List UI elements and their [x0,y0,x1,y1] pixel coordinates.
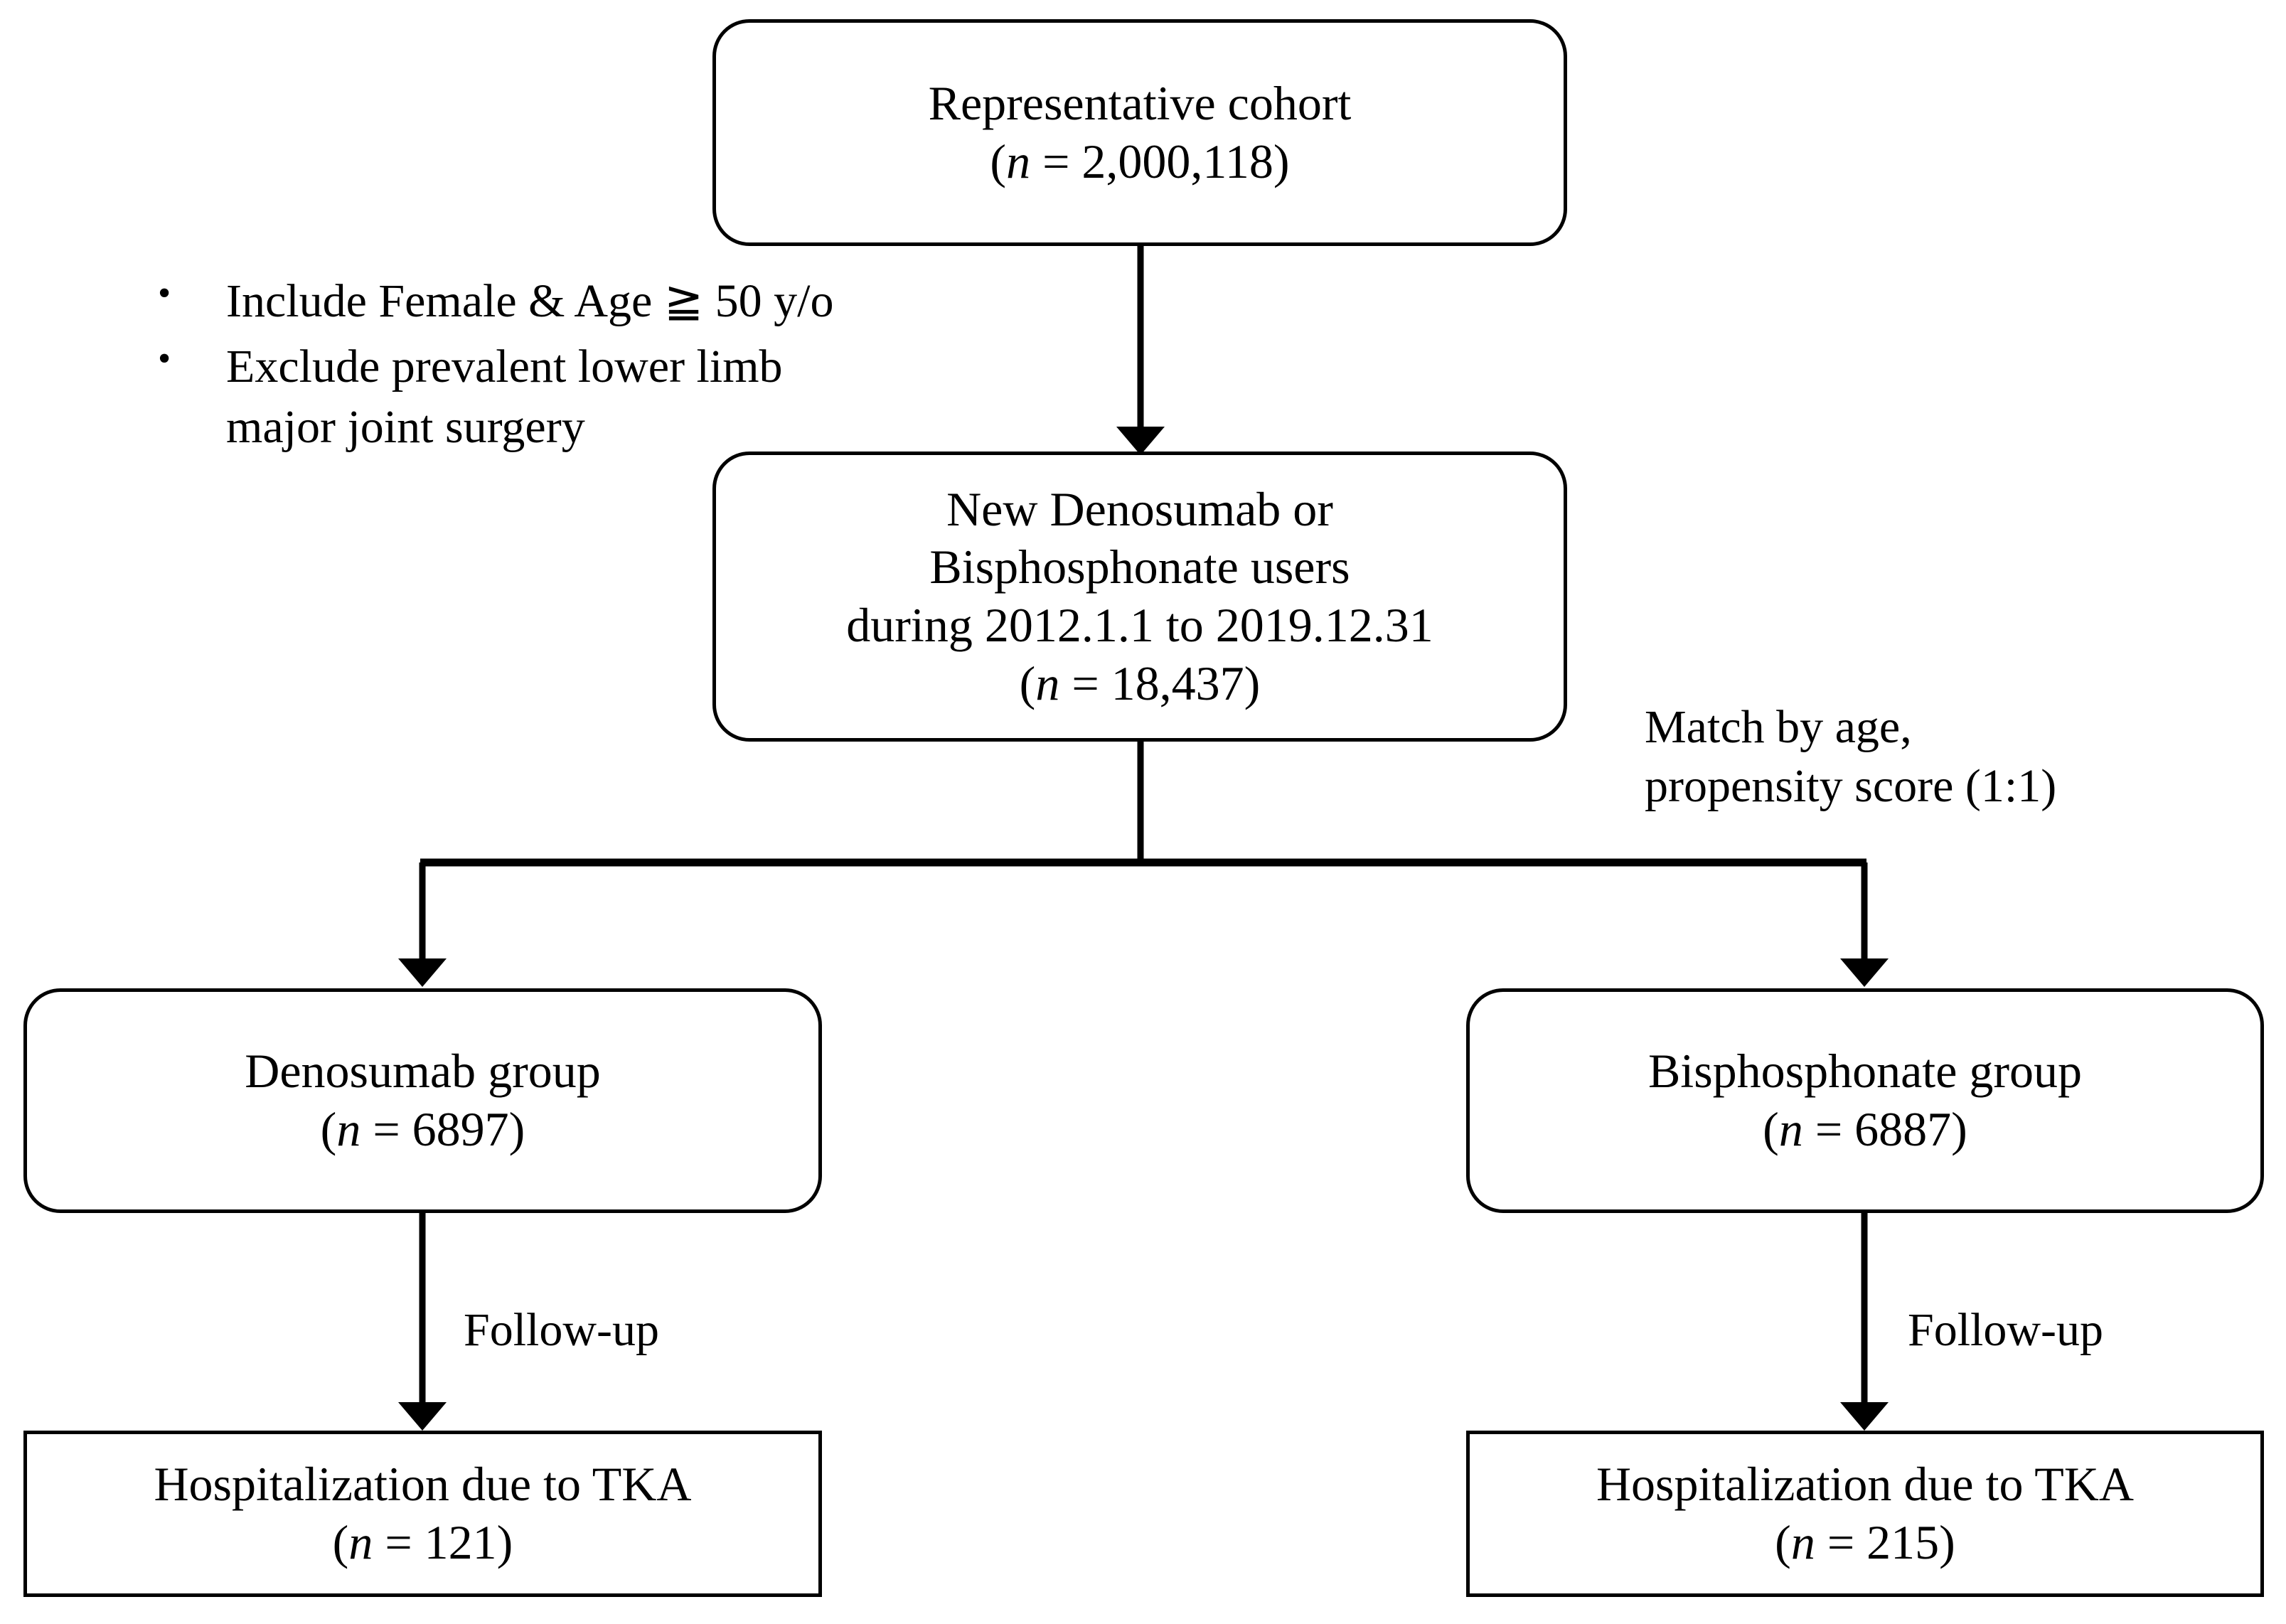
n-symbol: n [348,1515,373,1569]
inclusion-exclusion-criteria: • Include Female & Age ≧ 50 y/o • Exclud… [142,272,896,463]
node-denosumab-group: Denosumab group (n = 6897) [23,988,822,1213]
node-bisphosphonate-group: Bisphosphonate group (n = 6887) [1466,988,2264,1213]
node-representative-cohort: Representative cohort (n = 2,000,118) [712,19,1567,246]
bullet-icon: • [158,273,171,314]
paren-open: ( [1763,1102,1779,1156]
node-cohort-title: Representative cohort [928,75,1352,130]
paren-open: ( [1019,656,1036,710]
n-value: = 6887) [1802,1102,1967,1156]
edge-label-match: Match by age, propensity score (1:1) [1645,701,2057,812]
node-bisphosphonate-hospitalization-tka: Hospitalization due to TKA (n = 215) [1466,1431,2264,1597]
paren-open: ( [1775,1515,1791,1569]
n-symbol: n [1006,134,1031,188]
criteria-item-include: • Include Female & Age ≧ 50 y/o [142,272,896,331]
n-value: = 18,437) [1059,656,1261,710]
bullet-icon: • [158,338,171,380]
node-denosumab-tka-title: Hospitalization due to TKA [154,1457,692,1512]
node-bisphosphonate-group-title: Bisphosphonate group [1647,1044,2083,1099]
node-cohort-count: (n = 2,000,118) [990,133,1289,191]
n-symbol: n [1035,656,1060,710]
arrow-denosumab-followup [398,1213,447,1431]
arrow-cohort-to-newusers [1116,246,1165,455]
n-value: = 121) [373,1515,513,1569]
edge-label-followup-right: Follow-up [1908,1304,2104,1356]
n-symbol: n [336,1102,361,1156]
edge-label-followup-left: Follow-up [464,1304,660,1356]
node-newusers-line2: Bisphosphonate users [929,540,1350,594]
node-denosumab-tka-count: (n = 121) [333,1514,513,1572]
node-newusers-line3: during 2012.1.1 to 2019.12.31 [846,598,1433,652]
node-newusers-count: (n = 18,437) [1020,655,1261,713]
node-bisphosphonate-tka-count: (n = 215) [1775,1514,1955,1572]
node-bisphosphonate-tka-title: Hospitalization due to TKA [1596,1457,2135,1512]
criteria-item-text: Include Female & Age ≧ 50 y/o [226,275,834,327]
node-newusers-line1: New Denosumab or [946,481,1333,536]
node-denosumab-group-count: (n = 6897) [321,1101,525,1159]
arrow-bisphosphonate-followup [1840,1213,1889,1431]
node-denosumab-hospitalization-tka: Hospitalization due to TKA (n = 121) [23,1431,822,1597]
paren-open: ( [320,1102,337,1156]
node-new-users: New Denosumab or Bisphosphonate users du… [712,452,1567,742]
criteria-item-exclude: • Exclude prevalent lower limb major joi… [142,337,896,457]
node-bisphosphonate-group-count: (n = 6887) [1763,1101,1967,1159]
n-symbol: n [1790,1515,1815,1569]
node-denosumab-group-title: Denosumab group [245,1044,601,1099]
paren-open: ( [990,134,1007,188]
criteria-item-text: Exclude prevalent lower limb major joint… [226,341,783,453]
criteria-list: • Include Female & Age ≧ 50 y/o • Exclud… [142,272,896,457]
n-value: = 215) [1815,1515,1955,1569]
n-symbol: n [1778,1102,1803,1156]
n-value: = 2,000,118) [1030,134,1290,188]
paren-open: ( [332,1515,349,1569]
n-value: = 6897) [360,1102,525,1156]
